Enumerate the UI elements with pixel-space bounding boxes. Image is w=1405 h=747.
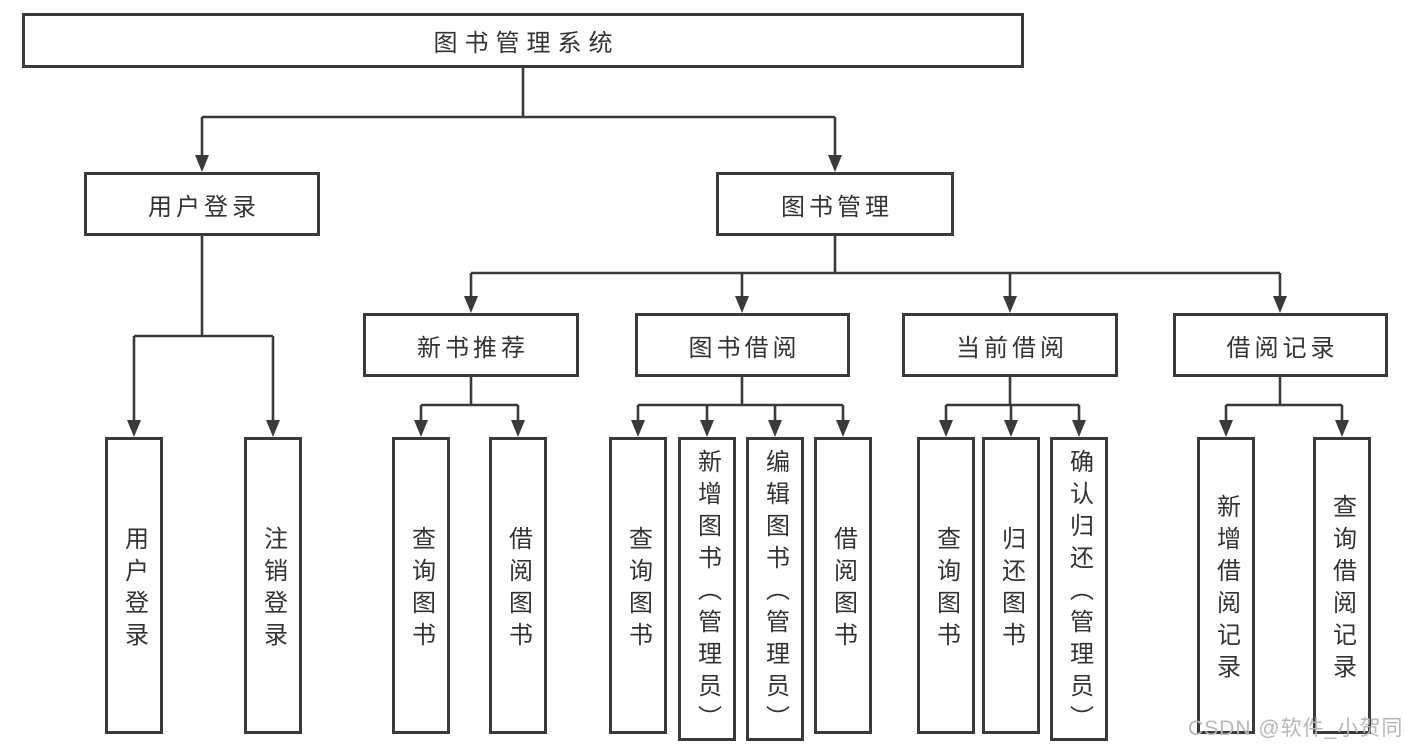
node-current-borrow: 当前借阅 <box>902 313 1118 377</box>
leaf-user-login: 用户登录 <box>105 437 163 734</box>
arrowhead-down-icon <box>828 155 842 172</box>
leaf-newbooks-query-books: 查询图书 <box>392 437 450 734</box>
arrowhead-down-icon <box>195 155 209 172</box>
arrowhead-down-icon <box>735 296 749 313</box>
arrowhead-down-icon <box>700 420 714 437</box>
arrowhead-down-icon <box>1219 420 1233 437</box>
arrowhead-down-icon <box>414 420 428 437</box>
arrowhead-down-icon <box>836 420 850 437</box>
node-library-system: 图书管理系统 <box>22 13 1024 68</box>
leaf-newbooks-borrow-books: 借阅图书 <box>489 437 547 734</box>
arrowhead-down-icon <box>1004 420 1018 437</box>
leaf-current-confirm-return-admin: 确认归还（管理员） <box>1050 437 1108 741</box>
arrowhead-down-icon <box>127 420 141 437</box>
leaf-borrow-edit-books-admin: 编辑图书（管理员） <box>746 437 804 741</box>
leaf-borrow-add-books-admin: 新增图书（管理员） <box>678 437 736 741</box>
leaf-records-add-record: 新增借阅记录 <box>1197 437 1255 734</box>
arrowhead-down-icon <box>511 420 525 437</box>
arrowhead-down-icon <box>266 420 280 437</box>
arrowhead-down-icon <box>939 420 953 437</box>
node-book-management: 图书管理 <box>716 172 954 236</box>
arrowhead-down-icon <box>1072 420 1086 437</box>
arrowhead-down-icon <box>631 420 645 437</box>
node-new-book-recommend: 新书推荐 <box>363 313 579 377</box>
arrowhead-down-icon <box>464 296 478 313</box>
leaf-current-query-books: 查询图书 <box>917 437 975 734</box>
node-user-login: 用户登录 <box>84 172 320 236</box>
arrowhead-down-icon <box>1003 296 1017 313</box>
arrowhead-down-icon <box>1335 420 1349 437</box>
leaf-borrow-borrow-books: 借阅图书 <box>814 437 872 734</box>
csdn-watermark: CSDN @软件_小贺同学 <box>1188 717 1405 740</box>
leaf-borrow-query-books: 查询图书 <box>609 437 667 734</box>
leaf-records-query-record: 查询借阅记录 <box>1313 437 1371 734</box>
arrowhead-down-icon <box>768 420 782 437</box>
node-borrow-records: 借阅记录 <box>1173 313 1388 377</box>
arrowhead-down-icon <box>1273 296 1287 313</box>
leaf-logout: 注销登录 <box>244 437 302 734</box>
leaf-current-return-books: 归还图书 <box>982 437 1040 734</box>
node-book-borrow: 图书借阅 <box>635 313 850 377</box>
